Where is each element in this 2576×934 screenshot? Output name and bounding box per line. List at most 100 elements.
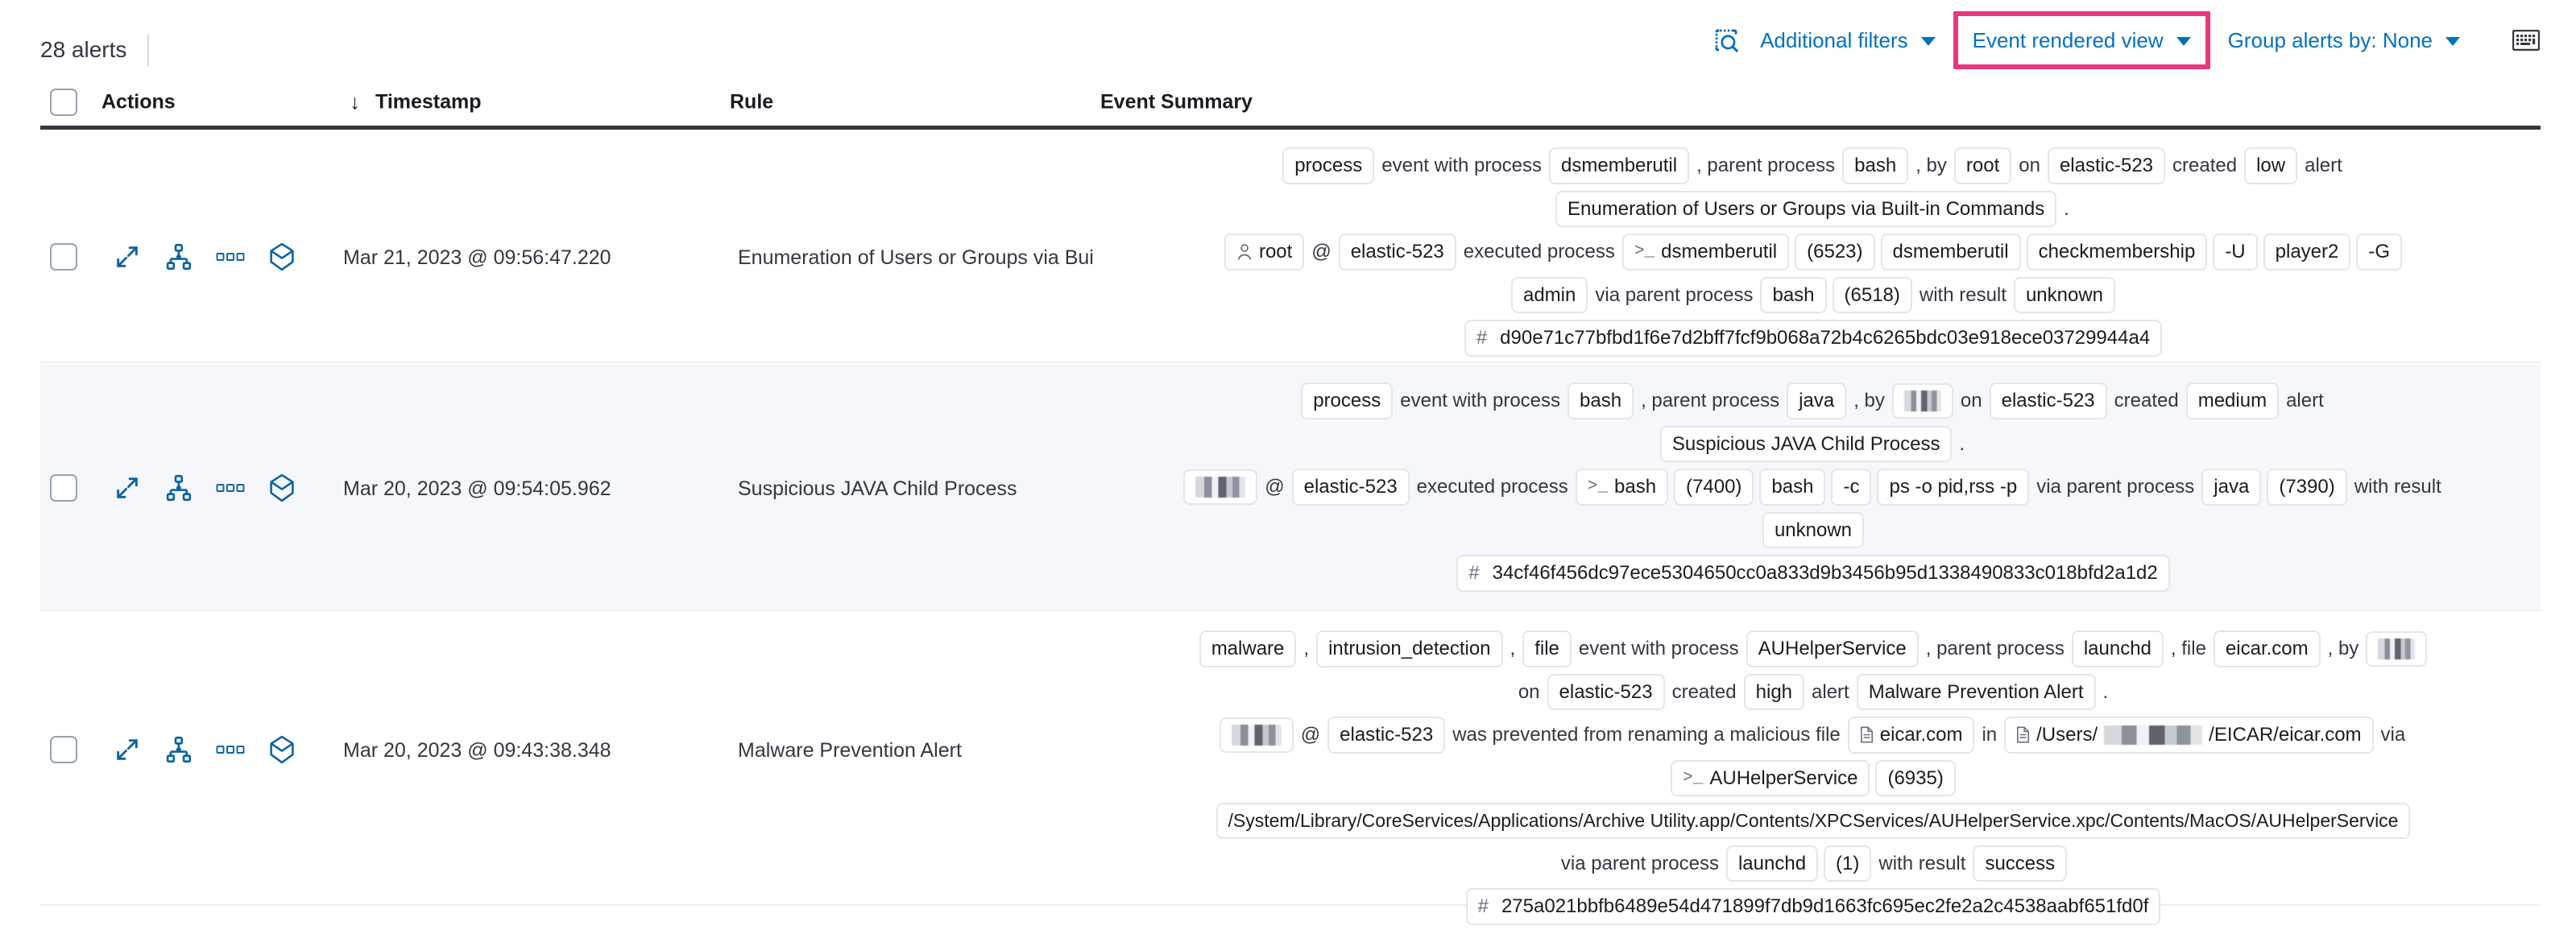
summary-chip[interactable]: dsmemberutil xyxy=(1549,147,1690,184)
terminal-icon: >_ xyxy=(1587,477,1608,496)
summary-chip[interactable]: (6935) xyxy=(1875,759,1956,797)
summary-chip[interactable]: bash xyxy=(1842,147,1909,184)
summary-chip[interactable]: admin xyxy=(1510,276,1588,314)
summary-chip[interactable]: process xyxy=(1301,382,1394,419)
summary-chip[interactable]: checkmembership xyxy=(2026,234,2208,271)
event-hash-chip[interactable]: #275a021bbfb6489e54d471899f7db9d1663fc69… xyxy=(1465,888,2161,925)
summary-chip[interactable]: java xyxy=(1787,382,1847,419)
more-actions-icon[interactable] xyxy=(214,734,246,766)
row-select-checkbox[interactable] xyxy=(50,474,77,502)
timestamp-sort-icon[interactable]: ↓ xyxy=(350,89,360,114)
table-header: Actions ↓ Timestamp Rule Event Summary xyxy=(0,77,2576,127)
summary-chip[interactable]: unknown xyxy=(2013,276,2116,314)
summary-chip[interactable]: java xyxy=(2201,469,2262,506)
redacted-user-chip[interactable] xyxy=(1183,469,1258,505)
session-view-icon[interactable] xyxy=(266,241,298,273)
column-header-event-summary[interactable]: Event Summary xyxy=(1100,90,1253,114)
summary-text: was prevented from renaming a malicious … xyxy=(1452,724,1841,746)
event-rendered-view-button[interactable]: Event rendered view xyxy=(1966,18,2197,63)
summary-chip[interactable]: Enumeration of Users or Groups via Built… xyxy=(1555,190,2057,228)
redacted-user-chip[interactable] xyxy=(1891,382,1953,419)
summary-chip[interactable]: player2 xyxy=(2263,234,2351,271)
summary-chip[interactable]: (1) xyxy=(1824,845,1872,882)
summary-chip[interactable]: elastic-523 xyxy=(1338,234,1456,271)
inspect-search-icon[interactable] xyxy=(1705,19,1747,61)
summary-chip[interactable]: (6523) xyxy=(1795,234,1875,271)
summary-chip[interactable]: bash xyxy=(1760,276,1827,314)
summary-chip[interactable]: file xyxy=(1522,630,1572,667)
document-icon xyxy=(1860,726,1874,743)
summary-chip[interactable]: elastic-523 xyxy=(2047,147,2166,184)
row-rule-name: Malware Prevention Alert xyxy=(738,739,962,762)
summary-text: , parent process xyxy=(1925,638,2065,659)
summary-chip[interactable]: elastic-523 xyxy=(1989,382,2107,419)
summary-chip[interactable]: dsmemberutil xyxy=(1880,234,2021,271)
summary-chip[interactable]: elastic-523 xyxy=(1327,717,1446,754)
summary-chip[interactable]: -c xyxy=(1831,469,1872,506)
column-header-actions[interactable]: Actions xyxy=(101,90,176,114)
file-chip[interactable]: eicar.com xyxy=(1847,717,1975,754)
summary-chip[interactable]: bash xyxy=(1759,469,1826,506)
column-header-rule[interactable]: Rule xyxy=(730,90,774,114)
additional-filters-button[interactable]: Additional filters xyxy=(1747,18,1949,63)
redacted-user-chip[interactable] xyxy=(1219,717,1294,753)
expand-details-icon[interactable] xyxy=(111,472,143,504)
summary-chip[interactable]: root xyxy=(1953,147,2012,184)
summary-chip[interactable]: launchd xyxy=(1725,845,1819,882)
terminal-icon: >_ xyxy=(1634,242,1655,261)
file-path-chip[interactable]: /Users//EICAR/eicar.com xyxy=(2004,717,2374,754)
more-actions-icon[interactable] xyxy=(214,241,246,273)
event-hash-chip[interactable]: #34cf46f456dc97ece5304650cc0a833d9b3456b… xyxy=(1456,555,2170,592)
summary-chip[interactable]: Suspicious JAVA Child Process xyxy=(1659,425,1953,463)
summary-chip[interactable]: -U xyxy=(2213,234,2258,271)
summary-chip[interactable]: low xyxy=(2244,147,2298,184)
summary-chip[interactable]: success xyxy=(1973,845,2068,882)
summary-chip[interactable]: high xyxy=(1743,673,1805,711)
summary-chip[interactable]: launchd xyxy=(2071,630,2164,667)
summary-chip[interactable]: elastic-523 xyxy=(1291,469,1410,506)
summary-chip[interactable]: AUHelperService xyxy=(1746,630,1919,667)
summary-chip[interactable]: bash xyxy=(1568,382,1634,419)
summary-text: via xyxy=(2380,724,2406,746)
summary-chip[interactable]: Malware Prevention Alert xyxy=(1856,673,2096,711)
executable-path-chip[interactable]: /System/Library/CoreServices/Application… xyxy=(1216,803,2411,839)
process-chip[interactable]: >_bash xyxy=(1575,469,1669,506)
summary-chip[interactable]: intrusion_detection xyxy=(1316,630,1503,667)
user-chip[interactable]: root xyxy=(1224,234,1305,271)
summary-chip[interactable]: unknown xyxy=(1762,511,1865,549)
summary-chip[interactable]: malware xyxy=(1199,630,1297,667)
summary-text: . xyxy=(2064,197,2069,220)
more-actions-icon[interactable] xyxy=(214,472,246,504)
redacted-user-chip[interactable] xyxy=(2366,630,2428,667)
summary-chip[interactable]: process xyxy=(1282,147,1375,184)
summary-chip[interactable]: -G xyxy=(2356,234,2403,271)
group-alerts-by-button[interactable]: Group alerts by: None xyxy=(2215,18,2473,63)
session-view-icon[interactable] xyxy=(266,472,298,504)
summary-chip[interactable]: ps -o pid,rss -p xyxy=(1877,469,2030,506)
summary-chip[interactable]: (7400) xyxy=(1674,469,1754,506)
row-select-checkbox[interactable] xyxy=(50,243,77,271)
process-chip[interactable]: >_dsmemberutil xyxy=(1621,234,1790,271)
column-header-timestamp[interactable]: Timestamp xyxy=(375,90,482,114)
session-view-icon[interactable] xyxy=(266,734,298,766)
keyboard-icon[interactable] xyxy=(2505,19,2547,61)
select-all-checkbox[interactable] xyxy=(50,89,77,116)
summary-chip[interactable]: elastic-523 xyxy=(1547,673,1665,711)
analyze-event-icon[interactable] xyxy=(163,241,195,273)
analyze-event-icon[interactable] xyxy=(163,472,195,504)
expand-details-icon[interactable] xyxy=(111,241,143,273)
analyze-event-icon[interactable] xyxy=(163,734,195,766)
summary-chip[interactable]: eicar.com xyxy=(2213,630,2321,667)
summary-line: #34cf46f456dc97ece5304650cc0a833d9b3456b… xyxy=(1100,555,2526,592)
row-select-checkbox[interactable] xyxy=(50,736,77,763)
event-hash-chip[interactable]: #d90e71c77bfbd1f6e7d2bff7fcf9b068a72b4c6… xyxy=(1464,320,2163,357)
summary-chip[interactable]: medium xyxy=(2185,382,2280,419)
expand-details-icon[interactable] xyxy=(111,734,143,766)
summary-chip[interactable]: (6518) xyxy=(1832,276,1912,314)
summary-chip[interactable]: (7390) xyxy=(2267,469,2347,506)
process-chip[interactable]: >_AUHelperService xyxy=(1671,759,1870,797)
